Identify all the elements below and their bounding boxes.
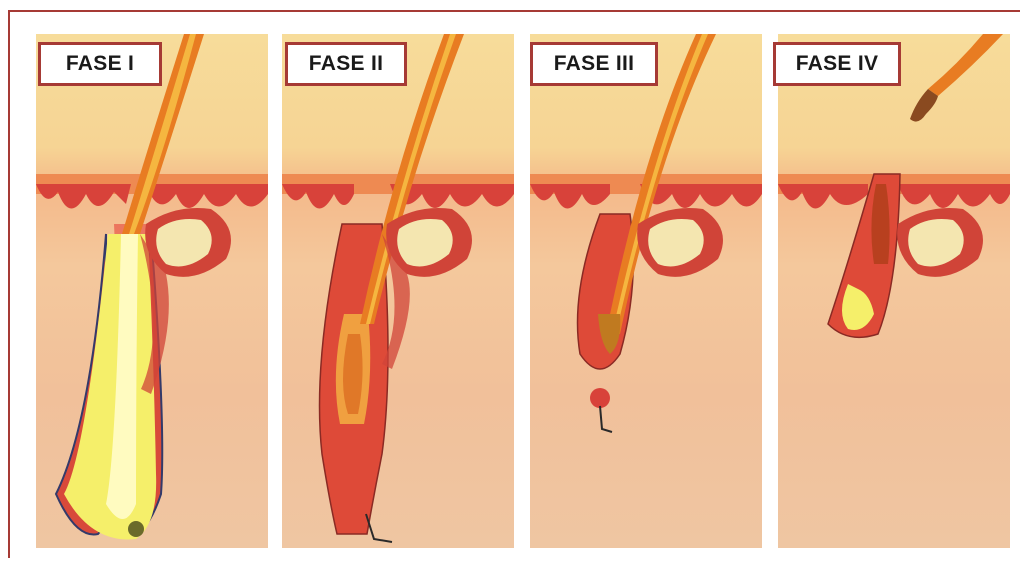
phase-1-label: FASE I: [38, 42, 162, 86]
phase-3-panel: [530, 34, 762, 548]
phase-3-label: FASE III: [530, 42, 658, 86]
phase-1-illustration: [36, 34, 268, 548]
phase-2-illustration: [282, 34, 514, 548]
phase-4-label: FASE IV: [773, 42, 901, 86]
phase-4-panel: [778, 34, 1010, 548]
phase-3-illustration: [530, 34, 762, 548]
phase-4-illustration: [778, 34, 1010, 548]
phase-2-label: FASE II: [285, 42, 407, 86]
phase-1-panel: [36, 34, 268, 548]
phase-2-panel: [282, 34, 514, 548]
